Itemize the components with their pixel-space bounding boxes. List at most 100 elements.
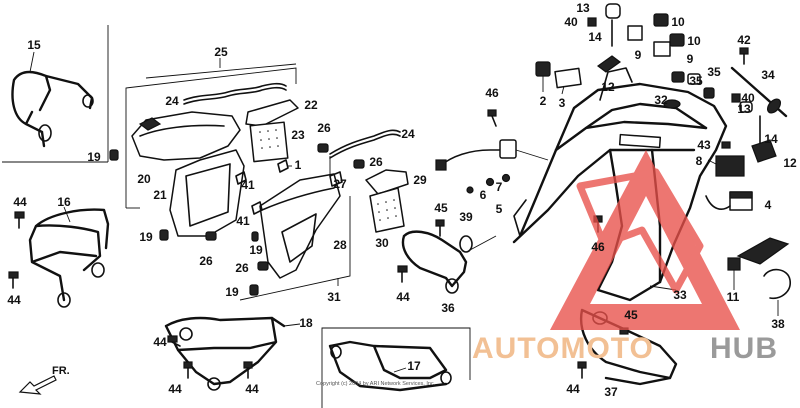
callout-c17: 17 xyxy=(407,359,421,373)
clip-41-b xyxy=(251,201,263,215)
grommet-19-a xyxy=(109,149,119,161)
callout-c14b: 14 xyxy=(764,132,778,146)
callout-c46b: 46 xyxy=(591,240,605,254)
front-direction-label: FR. xyxy=(52,365,70,377)
callout-c28: 28 xyxy=(333,238,347,252)
callout-c1: 1 xyxy=(295,158,302,172)
callout-c43: 43 xyxy=(697,138,711,152)
part-6-7-bolts xyxy=(466,173,511,194)
part-36-guard xyxy=(397,219,497,294)
callout-c25: 25 xyxy=(214,45,228,59)
callout-c13b: 13 xyxy=(737,102,751,116)
side-cover-group-frame xyxy=(125,58,297,209)
part-15-bracket xyxy=(11,51,94,148)
callout-c10a: 10 xyxy=(671,15,685,29)
callout-c8: 8 xyxy=(696,154,703,168)
watermark-brand-part1: AUTOMOTO xyxy=(472,332,654,365)
grommet-19-d xyxy=(249,284,259,296)
callout-c24a: 24 xyxy=(165,94,179,108)
callout-c44e: 44 xyxy=(168,382,182,396)
callout-c6: 6 xyxy=(480,188,487,202)
callout-c38: 38 xyxy=(771,317,785,331)
callout-c45a: 45 xyxy=(434,201,448,215)
callout-c35a: 35 xyxy=(707,65,721,79)
part-24-hose-upper xyxy=(183,82,287,105)
callout-c37: 37 xyxy=(604,385,618,399)
part-8-regulator xyxy=(707,155,745,177)
callout-c12a: 12 xyxy=(601,80,615,94)
callout-c20: 20 xyxy=(137,172,151,186)
callout-c29: 29 xyxy=(413,173,427,187)
callout-c26b: 26 xyxy=(317,121,331,135)
part-34-rod xyxy=(730,66,788,118)
callout-c44c: 44 xyxy=(396,290,410,304)
part-10-relay-a xyxy=(653,13,669,27)
callout-c44f: 44 xyxy=(245,382,259,396)
part-16-engine-guard xyxy=(8,206,110,308)
callout-c16: 16 xyxy=(57,195,71,209)
bolt-44-center xyxy=(397,265,408,283)
part-4-relay xyxy=(705,191,753,211)
nut-26-c xyxy=(257,261,269,271)
callout-c46a: 46 xyxy=(485,86,499,100)
copyright-text: Copyright (c) 2004 by ARI Network Servic… xyxy=(316,381,436,387)
callout-c23: 23 xyxy=(291,128,305,142)
bolt-44-bottom-a xyxy=(167,335,181,347)
callout-c4: 4 xyxy=(765,198,772,212)
bolt-46-upper xyxy=(487,109,497,127)
callout-c45b: 45 xyxy=(624,308,638,322)
callout-c30: 30 xyxy=(375,236,389,250)
part-2-box xyxy=(535,61,551,92)
nut-26-d xyxy=(353,159,365,169)
callout-c41b: 41 xyxy=(236,214,250,228)
watermark-logo xyxy=(550,150,740,330)
callout-c5: 5 xyxy=(496,202,503,216)
callout-c44g: 44 xyxy=(566,382,580,396)
part-17-frame xyxy=(321,327,471,408)
part-29-plate xyxy=(365,169,409,195)
callout-c40b: 40 xyxy=(741,91,755,105)
callout-c35b: 35 xyxy=(689,74,703,88)
callout-c44b: 44 xyxy=(7,293,21,307)
callout-c44a: 44 xyxy=(13,195,27,209)
part-9-relay-a xyxy=(627,25,643,41)
callout-c26d: 26 xyxy=(369,155,383,169)
callout-c12b: 12 xyxy=(783,156,797,170)
callout-c22: 22 xyxy=(304,98,318,112)
bolt-44-bottom-c xyxy=(243,361,253,379)
callout-c31: 31 xyxy=(327,290,341,304)
part-17-bar xyxy=(328,340,452,392)
bolt-45-center xyxy=(435,219,445,237)
part-20-side-cover xyxy=(131,111,241,161)
bolt-44-upper-left xyxy=(14,211,25,229)
callout-c18: 18 xyxy=(299,316,313,330)
callout-c26c: 26 xyxy=(235,261,249,275)
part-13-cap-top xyxy=(605,3,621,19)
part-38-clamp xyxy=(763,268,791,316)
part-28-lower-cover xyxy=(259,173,341,279)
bolt-44-bottom-right xyxy=(577,361,587,379)
part-3-module xyxy=(554,67,582,95)
callout-c3: 3 xyxy=(559,96,566,110)
grommet-19-b xyxy=(159,229,169,241)
part-12-connector-right xyxy=(751,139,777,163)
callout-c44d: 44 xyxy=(153,335,167,349)
grommet-19-c xyxy=(251,231,259,242)
callout-c19b: 19 xyxy=(139,230,153,244)
part-31-frame-line xyxy=(239,196,351,301)
callout-c9a: 9 xyxy=(635,48,642,62)
clip-1 xyxy=(277,159,292,173)
callout-c32: 32 xyxy=(654,93,668,107)
watermark-brand-part2: HUB xyxy=(710,332,778,365)
callout-c19d: 19 xyxy=(225,285,239,299)
part-9-relay-b xyxy=(653,41,671,57)
part-5-relay-harness xyxy=(435,139,549,171)
part-10-relay-b xyxy=(669,33,685,47)
nut-26-a xyxy=(205,231,217,241)
part-40-13-right xyxy=(731,93,753,113)
callout-c11: 11 xyxy=(727,290,740,304)
callout-c14a: 14 xyxy=(588,30,602,44)
part-11-harness xyxy=(727,237,790,290)
callout-c10b: 10 xyxy=(687,34,701,48)
